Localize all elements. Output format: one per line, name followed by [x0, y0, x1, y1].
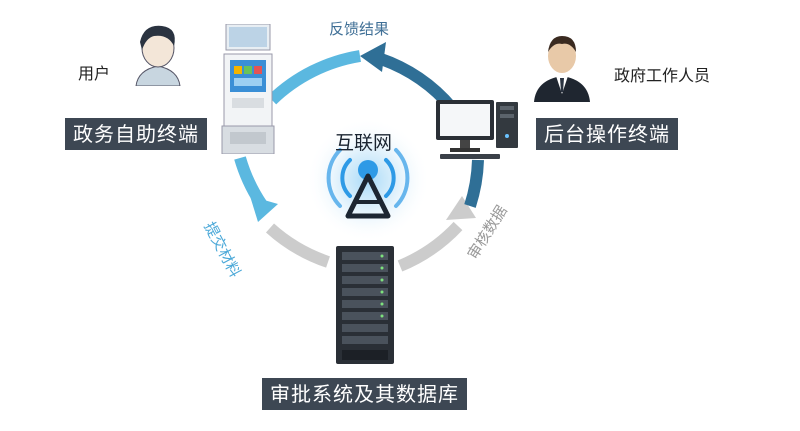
antenna-tower-icon — [345, 160, 391, 219]
server-rack-icon — [336, 246, 394, 364]
gov-staff-label: 政府工作人员 — [614, 66, 711, 85]
submit-arrow-gray — [265, 223, 331, 268]
wifi-icon — [326, 148, 410, 208]
review-arrow — [397, 221, 463, 272]
self-service-terminal-label: 政务自助终端 — [65, 118, 207, 150]
feedback-arrowhead — [360, 42, 386, 72]
user-avatar-icon — [135, 25, 181, 86]
approval-system-label: 审批系统及其数据库 — [262, 378, 467, 410]
feedback-label: 反馈结果 — [329, 20, 390, 38]
backend-computer-icon — [436, 100, 518, 159]
feedback-arrow-tail — [267, 50, 362, 105]
self-service-kiosk-icon — [221, 24, 275, 154]
review-arrowhead — [446, 196, 476, 220]
user-label: 用户 — [78, 64, 111, 83]
gov-staff-avatar-icon — [534, 36, 590, 102]
internet-label: 互联网 — [335, 132, 393, 154]
backend-terminal-label: 后台操作终端 — [536, 118, 678, 150]
submit-arrowhead — [250, 196, 278, 222]
review-arrow-blue — [464, 159, 484, 208]
